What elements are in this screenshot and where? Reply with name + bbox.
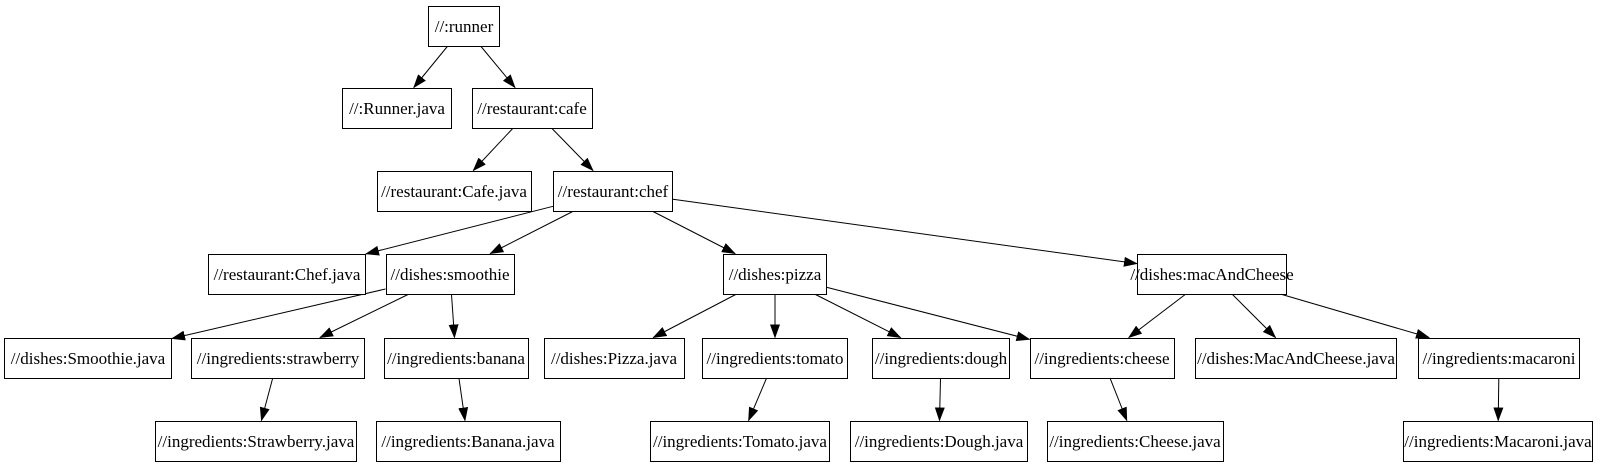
node-label: //restaurant:chef	[557, 181, 669, 201]
node-label: //dishes:macAndCheese	[1130, 264, 1294, 284]
graph-node-pizza-java: //dishes:Pizza.java	[543, 337, 685, 379]
node-label: //ingredients:macaroni	[1422, 348, 1576, 368]
node-label: //ingredients:Dough.java	[854, 431, 1024, 451]
edge-mac-and-cheese-cheese	[1128, 294, 1186, 339]
graph-node-tomato: //ingredients:tomato	[702, 337, 848, 379]
graph-node-runner: //:runner	[428, 5, 500, 47]
node-label: //ingredients:banana	[387, 348, 525, 368]
edge-smoothie-banana	[448, 294, 459, 339]
node-label: //dishes:MacAndCheese.java	[1197, 348, 1395, 368]
node-label: //ingredients:Tomato.java	[653, 431, 827, 451]
node-label: //dishes:smoothie	[390, 264, 510, 284]
edge-smoothie-smoothie-java	[171, 288, 386, 341]
edge-strawberry-strawberry-java	[259, 378, 274, 422]
graph-node-dough-java: //ingredients:Dough.java	[850, 420, 1028, 462]
graph-node-mac-and-cheese-java: //dishes:MacAndCheese.java	[1195, 337, 1397, 379]
graph-node-dough: //ingredients:dough	[872, 337, 1010, 379]
node-label: //restaurant:Chef.java	[213, 264, 361, 284]
edge-pizza-dough	[815, 294, 902, 338]
node-label: //ingredients:cheese	[1034, 348, 1170, 368]
edge-pizza-pizza-java	[652, 294, 736, 338]
edge-cafe-chef	[551, 128, 594, 172]
edge-chef-mac-and-cheese	[672, 198, 1138, 267]
node-label: //dishes:Smoothie.java	[10, 348, 166, 368]
graph-node-strawberry-java: //ingredients:Strawberry.java	[155, 420, 357, 462]
graph-node-macaroni: //ingredients:macaroni	[1418, 337, 1580, 379]
edge-tomato-tomato-java	[748, 378, 767, 422]
edge-pizza-cheese	[826, 286, 1031, 342]
graph-node-mac-and-cheese: //dishes:macAndCheese	[1130, 253, 1294, 295]
edge-runner-runner-java	[413, 46, 448, 89]
edge-chef-chef-java	[365, 205, 554, 256]
graph-node-cafe: //restaurant:cafe	[471, 87, 593, 129]
node-label: //:runner	[434, 16, 494, 36]
node-label: //ingredients:Macaroni.java	[1404, 431, 1592, 451]
edge-runner-cafe	[480, 46, 516, 89]
graph-node-smoothie: //dishes:smoothie	[385, 253, 515, 295]
graph-node-smoothie-java: //dishes:Smoothie.java	[4, 337, 172, 379]
node-label: //ingredients:strawberry	[196, 348, 360, 368]
graph-node-cheese-java: //ingredients:Cheese.java	[1046, 420, 1224, 462]
node-label: //restaurant:Cafe.java	[381, 181, 527, 201]
edge-chef-smoothie	[489, 211, 573, 254]
graph-node-chef-java: //restaurant:Chef.java	[208, 253, 366, 295]
node-label: //ingredients:Cheese.java	[1049, 431, 1221, 451]
node-label: //ingredients:Strawberry.java	[157, 431, 355, 451]
graph-node-banana-java: //ingredients:Banana.java	[375, 420, 561, 462]
graph-node-chef: //restaurant:chef	[553, 170, 673, 212]
edge-banana-banana-java	[458, 378, 469, 422]
edge-mac-and-cheese-macaroni	[1281, 294, 1430, 339]
edge-smoothie-strawberry	[319, 294, 409, 338]
graph-node-tomato-java: //ingredients:Tomato.java	[650, 420, 830, 462]
node-label: //ingredients:Banana.java	[381, 431, 555, 451]
node-label: //dishes:pizza	[728, 264, 822, 284]
node-label: //:Runner.java	[349, 98, 445, 118]
edge-cafe-cafe-java	[472, 128, 514, 172]
graph-node-runner-java: //:Runner.java	[342, 87, 452, 129]
node-label: //ingredients:tomato	[706, 348, 844, 368]
graph-node-banana: //ingredients:banana	[383, 337, 529, 379]
edge-chef-pizza	[652, 211, 736, 254]
node-label: //dishes:Pizza.java	[550, 348, 678, 368]
graph-node-strawberry: //ingredients:strawberry	[191, 337, 365, 379]
graph-node-cheese: //ingredients:cheese	[1029, 337, 1175, 379]
node-label: //ingredients:dough	[874, 348, 1008, 368]
edge-dough-dough-java	[934, 378, 945, 422]
graph-node-pizza: //dishes:pizza	[723, 253, 827, 295]
graph-node-cafe-java: //restaurant:Cafe.java	[376, 170, 532, 212]
edge-mac-and-cheese-mac-and-cheese-java	[1232, 294, 1277, 339]
graph-node-macaroni-java: //ingredients:Macaroni.java	[1403, 420, 1593, 462]
edge-cheese-cheese-java	[1109, 378, 1128, 422]
edge-macaroni-macaroni-java	[1493, 378, 1504, 422]
node-label: //restaurant:cafe	[477, 98, 587, 118]
